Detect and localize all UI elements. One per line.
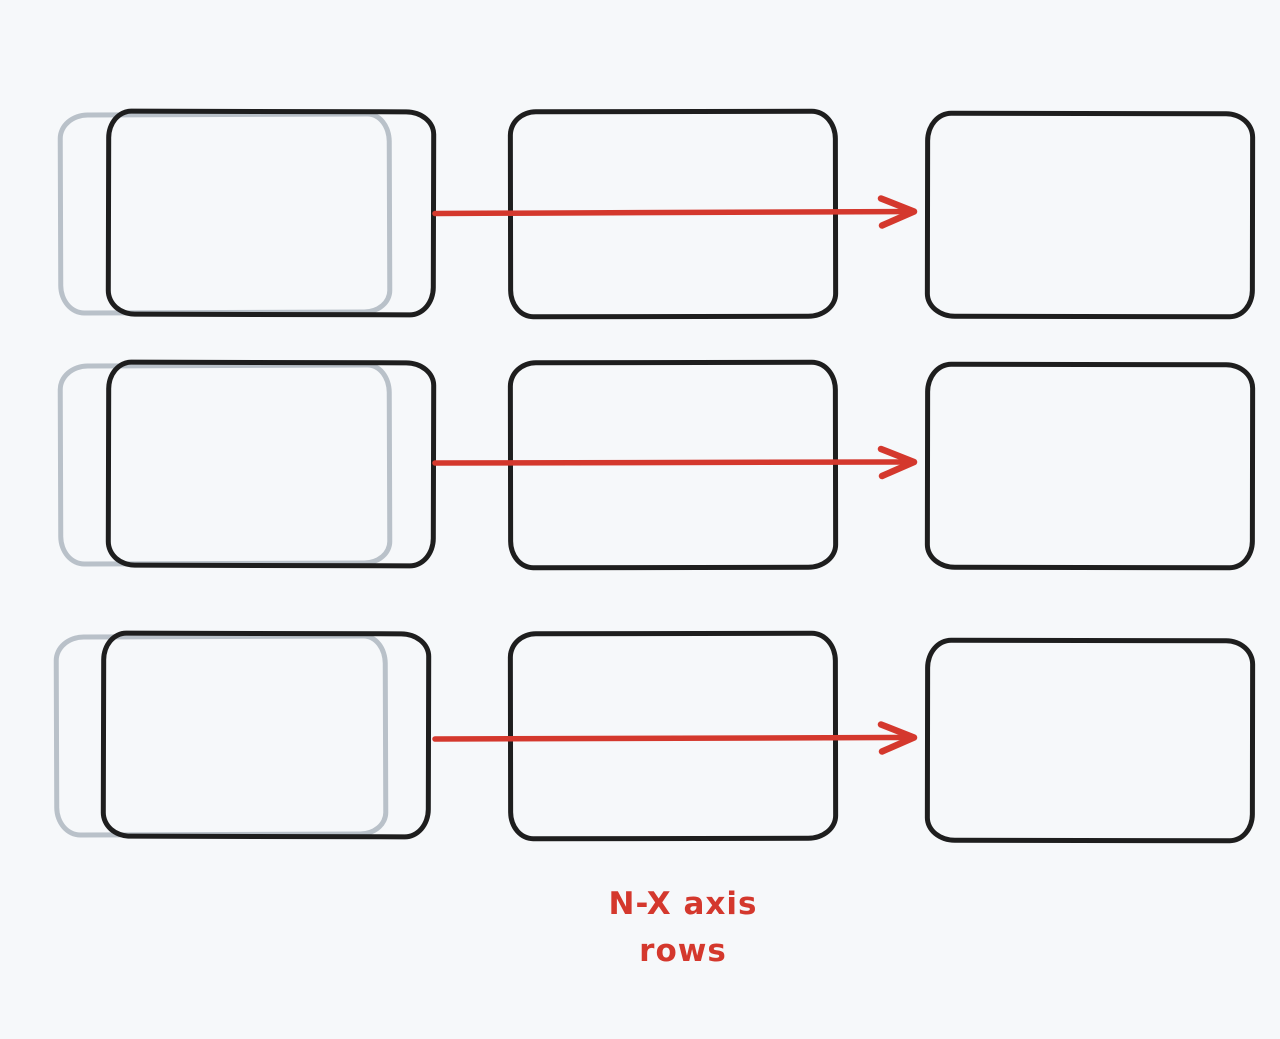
stacked-card-front xyxy=(105,359,437,569)
stacked-card-front xyxy=(100,630,432,840)
stacked-card-front xyxy=(105,108,437,318)
diagram-row-3 xyxy=(0,630,1280,846)
row-arrow-right-icon xyxy=(432,721,918,755)
arrow-shaft xyxy=(432,734,909,742)
row-arrow-right-icon xyxy=(432,445,918,480)
diagram-row-1 xyxy=(0,108,1280,324)
axis-caption-line-1: N-X axis xyxy=(608,886,758,922)
arrow-head xyxy=(877,721,918,755)
diagram-row-2 xyxy=(0,359,1280,575)
arrow-head xyxy=(877,445,918,480)
end-card xyxy=(924,637,1256,844)
row-arrow-right-icon xyxy=(432,195,918,229)
arrow-shaft xyxy=(432,208,909,217)
arrow-head xyxy=(877,195,918,229)
axis-caption: N-X axis rows xyxy=(488,881,878,975)
arrow-shaft xyxy=(432,459,909,466)
end-card xyxy=(924,110,1256,320)
axis-caption-line-2: rows xyxy=(639,933,727,969)
end-card xyxy=(924,361,1256,571)
